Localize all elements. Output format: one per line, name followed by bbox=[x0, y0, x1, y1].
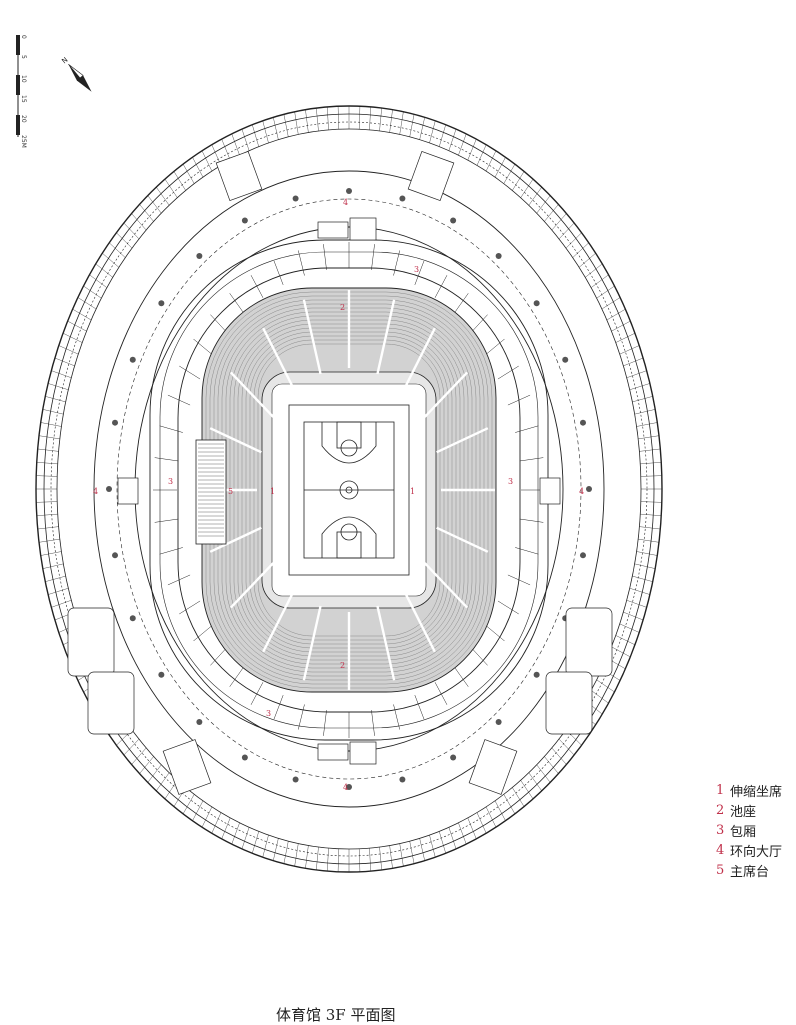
plan-label-stalls-top: 2 bbox=[340, 303, 345, 312]
legend-label: 包厢 bbox=[730, 824, 757, 840]
plan-label-box-left: 3 bbox=[168, 477, 173, 486]
legend-number: 1 bbox=[716, 782, 725, 798]
legend: 1 伸缩坐席 2 池座 3 包厢 4 环向大厅 5 主席台 bbox=[716, 780, 796, 880]
basketball-court bbox=[288, 404, 410, 576]
legend-number: 2 bbox=[716, 802, 725, 818]
legend-item: 1 伸缩坐席 bbox=[716, 780, 796, 800]
scale-tick-label: 5 bbox=[20, 55, 27, 59]
plan-label-box-bottom: 3 bbox=[266, 709, 271, 718]
scale-tick-label: 10 bbox=[20, 75, 27, 83]
plan-labels: 4 4 4 4 3 3 3 3 1 1 2 2 5 bbox=[93, 198, 584, 792]
scale-bar: 0 5 10 15 20 25M bbox=[16, 35, 27, 148]
legend-item: 3 包厢 bbox=[716, 820, 796, 840]
scale-tick-label: 25M bbox=[20, 135, 27, 148]
legend-number: 4 bbox=[716, 842, 725, 858]
retractable-seating bbox=[195, 439, 227, 545]
legend-number: 3 bbox=[716, 822, 725, 838]
aisles bbox=[203, 290, 495, 690]
stair-cores bbox=[67, 150, 613, 795]
legend-item: 5 主席台 bbox=[716, 860, 796, 880]
north-label: N bbox=[60, 56, 69, 66]
plan-label-box-top: 3 bbox=[414, 265, 419, 274]
legend-item: 4 环向大厅 bbox=[716, 840, 796, 860]
plan-label-concourse-top: 4 bbox=[343, 198, 348, 207]
plan-label-box-right: 3 bbox=[508, 477, 513, 486]
plan-label-tribune: 5 bbox=[228, 487, 233, 496]
legend-label: 伸缩坐席 bbox=[730, 784, 783, 800]
plan-label-concourse-left: 4 bbox=[93, 487, 98, 496]
legend-label: 主席台 bbox=[730, 864, 770, 880]
outer-shell bbox=[35, 105, 663, 873]
plan-label-retractable-right: 1 bbox=[410, 487, 415, 496]
legend-label: 环向大厅 bbox=[730, 844, 783, 860]
scale-tick-label: 0 bbox=[20, 35, 27, 39]
plan-label-retractable-left: 1 bbox=[270, 487, 275, 496]
plan-label-concourse-right: 4 bbox=[579, 487, 584, 496]
legend-number: 5 bbox=[716, 862, 725, 878]
scale-tick-label: 15 bbox=[20, 95, 27, 103]
plan-label-concourse-bottom: 4 bbox=[343, 783, 348, 792]
drawing-title: 体育馆 3F 平面图 bbox=[276, 1006, 396, 1024]
legend-label: 池座 bbox=[730, 804, 757, 820]
scale-tick-label: 20 bbox=[20, 115, 27, 123]
legend-item: 2 池座 bbox=[716, 800, 796, 820]
plan-label-stalls-bottom: 2 bbox=[340, 661, 345, 670]
north-arrow: N bbox=[60, 56, 92, 92]
